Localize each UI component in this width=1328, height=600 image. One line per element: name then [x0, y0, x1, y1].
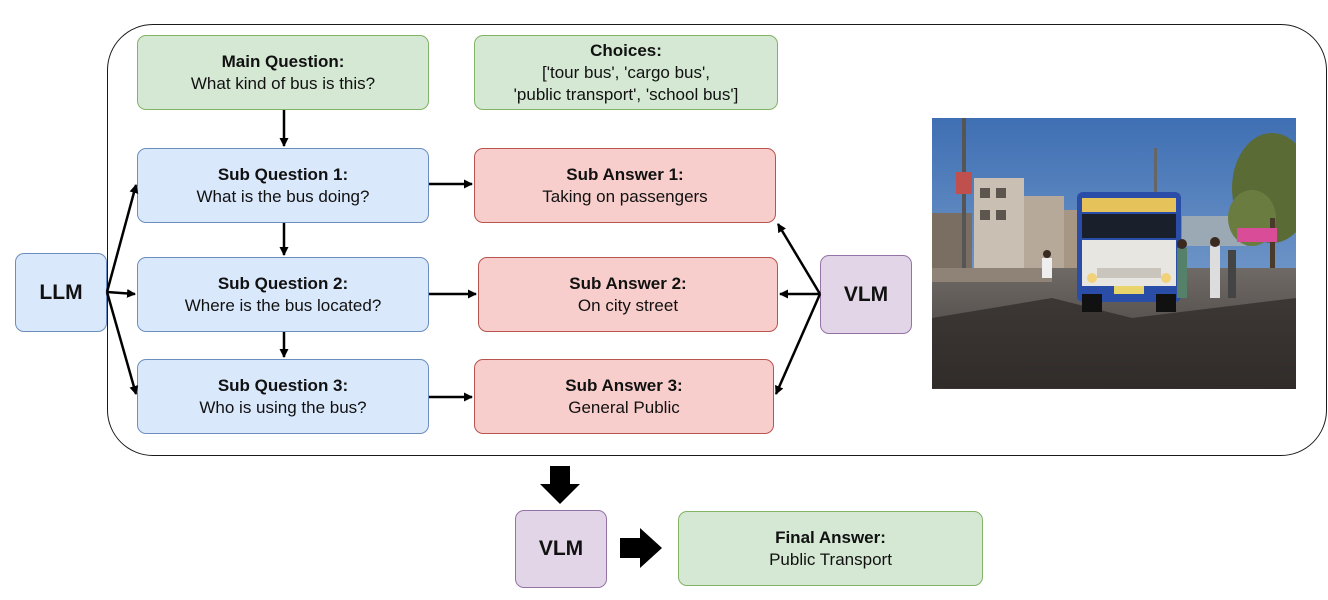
sub-question-2-box: Sub Question 2: Where is the bus located…: [137, 257, 429, 332]
sub-question-1-box: Sub Question 1: What is the bus doing?: [137, 148, 429, 223]
main-question-text: What kind of bus is this?: [190, 73, 376, 93]
choices-title: Choices:: [590, 40, 662, 60]
down-arrow: [540, 466, 580, 504]
sub-answer-1-box: Sub Answer 1: Taking on passengers: [474, 148, 776, 223]
sub-answer-2-title: Sub Answer 2:: [569, 273, 687, 293]
sub-answer-3-text: General Public: [568, 397, 680, 417]
main-question-title: Main Question:: [221, 51, 345, 71]
vlm-bottom-box: VLM: [515, 510, 607, 588]
right-arrow: [620, 528, 662, 568]
vlm-bottom-label: VLM: [538, 537, 584, 560]
sub-answer-3-title: Sub Answer 3:: [565, 375, 683, 395]
llm-label: LLM: [39, 280, 83, 304]
sub-question-3-box: Sub Question 3: Who is using the bus?: [137, 359, 429, 434]
vlm-label: VLM: [843, 282, 889, 306]
sub-answer-2-text: On city street: [577, 295, 679, 315]
choices-box: Choices: ['tour bus', 'cargo bus', 'publ…: [474, 35, 778, 110]
sub-question-2-title: Sub Question 2:: [217, 273, 349, 293]
final-answer-text: Public Transport: [769, 549, 892, 569]
sub-answer-1-title: Sub Answer 1:: [566, 164, 684, 184]
sub-question-3-text: Who is using the bus?: [199, 397, 367, 417]
sub-answer-3-box: Sub Answer 3: General Public: [474, 359, 774, 434]
sub-question-1-title: Sub Question 1:: [217, 164, 349, 184]
final-answer-title: Final Answer:: [775, 527, 886, 547]
main-question-box: Main Question: What kind of bus is this?: [137, 35, 429, 110]
final-answer-box: Final Answer: Public Transport: [678, 511, 983, 586]
choices-line-1: ['tour bus', 'cargo bus',: [542, 62, 710, 82]
sub-question-2-text: Where is the bus located?: [184, 295, 382, 315]
sub-question-1-text: What is the bus doing?: [196, 186, 370, 206]
sub-answer-1-text: Taking on passengers: [542, 186, 708, 206]
sub-question-3-title: Sub Question 3:: [217, 375, 349, 395]
pipeline-frame: [107, 24, 1327, 456]
llm-box: LLM: [15, 253, 107, 332]
sub-answer-2-box: Sub Answer 2: On city street: [478, 257, 778, 332]
choices-line-2: 'public transport', 'school bus']: [513, 84, 739, 104]
bus-photo: [932, 118, 1296, 389]
